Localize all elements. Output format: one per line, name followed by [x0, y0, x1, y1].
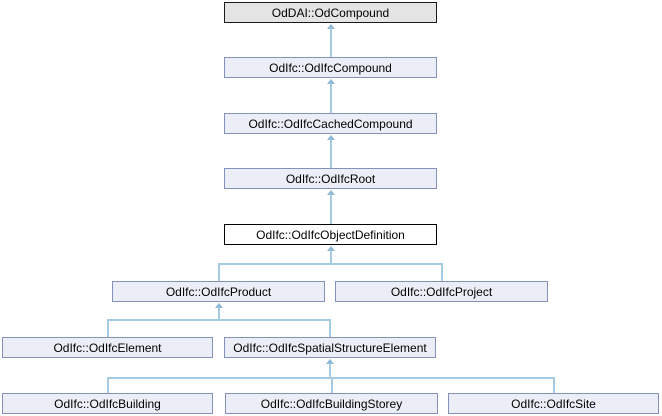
inheritance-arrow-icon — [326, 190, 335, 195]
class-node-odifc-cached-compound[interactable]: OdIfc::OdIfcCachedCompound — [224, 113, 437, 134]
class-node-odifc-root[interactable]: OdIfc::OdIfcRoot — [224, 168, 437, 189]
class-node-odifc-element[interactable]: OdIfc::OdIfcElement — [2, 337, 213, 358]
inheritance-edge-line — [329, 83, 332, 113]
class-node-odifc-product[interactable]: OdIfc::OdIfcProduct — [112, 281, 325, 302]
inheritance-edge-line — [217, 307, 220, 319]
class-node-label: OdIfc::OdIfcCachedCompound — [248, 116, 413, 131]
class-node-odifc-object-definition: OdIfc::OdIfcObjectDefinition — [224, 224, 437, 245]
class-node-odifc-building-storey[interactable]: OdIfc::OdIfcBuildingStorey — [225, 393, 438, 414]
class-node-odifc-site[interactable]: OdIfc::OdIfcSite — [448, 393, 659, 414]
inheritance-arrow-icon — [326, 246, 335, 251]
class-node-label: OdIfc::OdIfcBuilding — [54, 396, 161, 411]
inheritance-edge-line — [329, 250, 332, 263]
inheritance-edge-line — [217, 263, 220, 281]
class-node-label: OdIfc::OdIfcObjectDefinition — [256, 227, 405, 242]
inheritance-edge-line — [440, 263, 443, 281]
inheritance-edge-line — [329, 139, 332, 168]
inheritance-edge-line — [330, 377, 333, 393]
class-node-label: OdIfc::OdIfcElement — [53, 340, 162, 355]
inheritance-edge-line — [552, 377, 555, 393]
class-node-odifc-spatial-structure-element[interactable]: OdIfc::OdIfcSpatialStructureElement — [224, 337, 436, 358]
inheritance-arrow-icon — [326, 359, 334, 364]
class-node-label: OdIfc::OdIfcProduct — [165, 284, 272, 299]
inheritance-edge-line — [329, 194, 332, 224]
inheritance-edge-line — [329, 28, 332, 57]
class-node-odifc-compound[interactable]: OdIfc::OdIfcCompound — [224, 57, 437, 78]
inheritance-edge-line — [106, 319, 109, 337]
class-node-label: OdIfc::OdIfcProject — [390, 284, 493, 299]
inheritance-arrow-icon — [326, 135, 335, 140]
inheritance-edge-line — [106, 319, 331, 321]
class-node-label: OdIfc::OdIfcRoot — [285, 171, 376, 186]
class-node-label: OdIfc::OdIfcSpatialStructureElement — [233, 340, 427, 355]
inheritance-edge-line — [106, 377, 109, 393]
class-node-label: OdIfc::OdIfcBuildingStorey — [260, 396, 403, 411]
class-node-label: OdDAI::OdCompound — [271, 5, 390, 20]
inheritance-edge-line — [329, 363, 331, 377]
inheritance-edge-line — [217, 263, 443, 265]
class-node-od-compound: OdDAI::OdCompound — [224, 2, 437, 23]
inheritance-arrow-icon — [326, 79, 335, 84]
class-node-odifc-building[interactable]: OdIfc::OdIfcBuilding — [2, 393, 213, 414]
class-node-odifc-project[interactable]: OdIfc::OdIfcProject — [335, 281, 548, 302]
inheritance-edge-line — [329, 319, 331, 337]
inheritance-arrow-icon — [214, 303, 223, 308]
inheritance-arrow-icon — [326, 24, 335, 29]
class-node-label: OdIfc::OdIfcSite — [511, 396, 596, 411]
class-node-label: OdIfc::OdIfcCompound — [269, 60, 392, 75]
